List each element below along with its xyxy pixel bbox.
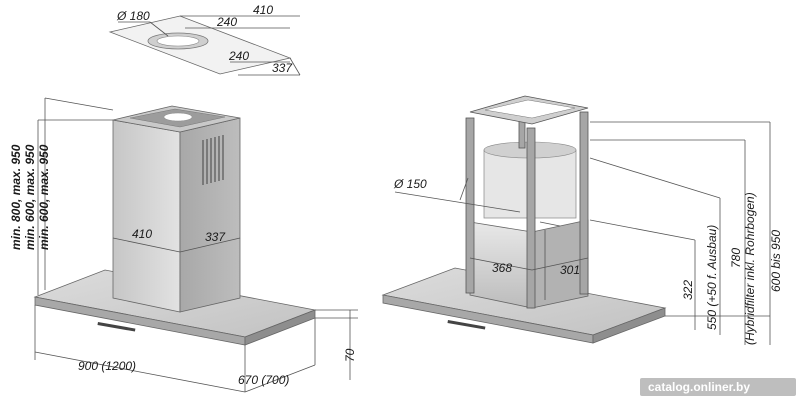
duct-plan: Ø 180 240 410 240 337 bbox=[108, 3, 301, 76]
column-depth-label: 337 bbox=[205, 230, 226, 244]
canopy-depth-label: 670 (700) bbox=[238, 373, 289, 387]
right-hood: Ø 150 368 301 322 550 (+50 f. Ausbau) 78… bbox=[381, 95, 783, 345]
duct-dim-c: 240 bbox=[228, 49, 249, 63]
height-780-label: 780 bbox=[729, 248, 743, 268]
control-panel-right bbox=[447, 320, 486, 330]
control-panel bbox=[97, 322, 136, 332]
column-width-label: 410 bbox=[132, 227, 152, 241]
duct-dim-a: 240 bbox=[216, 15, 237, 29]
frame-depth-label: 301 bbox=[560, 263, 580, 277]
hybridfilter-label: (Hybridfilter inkl. Rohrbogen) bbox=[743, 192, 757, 345]
height-label-3: min. 600, max. 950 bbox=[37, 144, 51, 250]
height-label-2: min. 600, max. 950 bbox=[23, 144, 37, 250]
duct-dim-b: 410 bbox=[253, 3, 273, 17]
watermark: catalog.onliner.by bbox=[648, 380, 750, 394]
vent-slots bbox=[202, 135, 224, 185]
height-600-950-label: 600 bis 950 bbox=[769, 230, 783, 292]
height-550-label: 550 (+50 f. Ausbau) bbox=[705, 225, 719, 330]
height-322-label: 322 bbox=[681, 280, 695, 300]
canopy-height-label: 70 bbox=[343, 348, 357, 362]
left-hood: 410 337 min. 800, max. 950 min. 600, max… bbox=[9, 97, 358, 393]
height-label-1: min. 800, max. 950 bbox=[9, 144, 23, 250]
diameter-150-label: Ø 150 bbox=[393, 177, 427, 191]
duct-diameter-label: Ø 180 bbox=[116, 9, 150, 23]
canopy-width-label: 900 (1200) bbox=[78, 359, 136, 373]
duct-dim-d: 337 bbox=[272, 61, 293, 75]
frame-width-label: 368 bbox=[492, 261, 512, 275]
